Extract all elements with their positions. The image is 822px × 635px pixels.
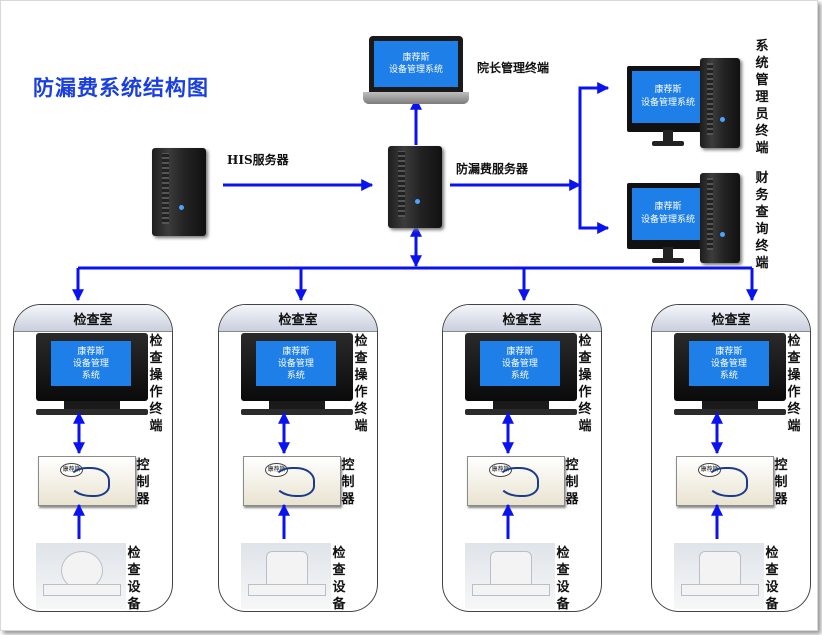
exam-equipment-icon: [674, 543, 764, 609]
controller-label: 控制器: [341, 458, 355, 507]
branch-to-sysadmin-arrow: [578, 82, 610, 185]
billing-server-label: 防漏费服务器: [456, 162, 529, 176]
screen-text-line: 设备管理系统: [640, 215, 695, 225]
exam-terminal-monitor-icon: 康荐斯 设备管理 系统: [674, 333, 786, 415]
finance-monitor-icon: 康荐斯 设备管理系统: [627, 183, 709, 263]
screen-text-line: 设备管理: [501, 358, 538, 369]
screen-text-line: 康荐斯: [654, 85, 682, 95]
branch-to-finance-arrow: [578, 185, 610, 234]
controller-device-icon: 康荐斯: [38, 456, 136, 506]
controller-device-icon: 康荐斯: [467, 456, 565, 506]
exam-equipment-icon: [465, 543, 555, 609]
screen-text-line: 设备管理: [277, 358, 314, 369]
equipment-label: 检查设备: [332, 546, 346, 612]
exam-terminal-label: 检查操作终端: [578, 334, 592, 434]
screen-text-line: 康荐斯: [654, 202, 682, 212]
screen-text-line: 康荐斯: [715, 346, 743, 357]
exam-terminal-monitor-icon: 康荐斯 设备管理 系统: [241, 333, 353, 415]
president-terminal-label: 院长管理终端: [477, 61, 550, 75]
his-server-label: HIS服务器: [227, 153, 289, 167]
exam-room-header: 检查室: [652, 305, 810, 332]
screen-text-line: 设备管理: [710, 358, 747, 369]
controller-label: 控制器: [565, 458, 579, 507]
exam-room-header: 检查室: [219, 305, 377, 332]
equipment-label: 检查设备: [127, 546, 141, 612]
screen-text-line: 设备管理: [72, 358, 109, 369]
sysadmin-terminal-label: 系统管理员终端: [755, 39, 769, 156]
sysadmin-tower-icon: [700, 58, 740, 148]
controller-label: 控制器: [136, 458, 150, 507]
billing-server-icon: [388, 146, 442, 228]
screen-text-line: 康荐斯: [402, 53, 430, 63]
president-laptop-icon: 康荐斯 设备管理系统: [363, 36, 469, 112]
exam-terminal-monitor-icon: 康荐斯 设备管理 系统: [36, 333, 148, 415]
diagram-title: 防漏费系统结构图: [33, 76, 209, 100]
exam-room-header: 检查室: [443, 305, 601, 332]
his-server-icon: [152, 148, 206, 236]
screen-text-line: 康荐斯: [77, 346, 105, 357]
exam-room-1: 检查室 康荐斯 设备管理 系统 检查操作终端 康荐斯 控制器 检查设备: [13, 304, 173, 612]
exam-terminal-label: 检查操作终端: [354, 334, 368, 434]
finance-terminal-label: 财务查询终端: [755, 171, 769, 271]
exam-room-header: 检查室: [14, 305, 172, 332]
screen-text-line: 系统: [510, 370, 529, 381]
exam-equipment-icon: [36, 543, 126, 609]
screen-text-line: 系统: [719, 370, 738, 381]
controller-device-icon: 康荐斯: [676, 456, 774, 506]
screen-text-line: 康荐斯: [506, 346, 534, 357]
exam-equipment-icon: [241, 543, 331, 609]
equipment-label: 检查设备: [765, 546, 779, 612]
controller-device-icon: 康荐斯: [243, 456, 341, 506]
exam-room-4: 检查室 康荐斯 设备管理 系统 检查操作终端 康荐斯 控制器 检查设备: [651, 304, 811, 612]
screen-text-line: 设备管理系统: [388, 65, 443, 75]
sysadmin-monitor-icon: 康荐斯 设备管理系统: [627, 66, 709, 146]
exam-terminal-monitor-icon: 康荐斯 设备管理 系统: [465, 333, 577, 415]
exam-terminal-label: 检查操作终端: [787, 334, 801, 434]
finance-tower-icon: [700, 173, 740, 263]
exam-room-3: 检查室 康荐斯 设备管理 系统 检查操作终端 康荐斯 控制器 检查设备: [442, 304, 602, 612]
screen-text-line: 系统: [81, 370, 100, 381]
exam-terminal-label: 检查操作终端: [149, 334, 163, 434]
screen-text-line: 设备管理系统: [640, 98, 695, 108]
equipment-label: 检查设备: [556, 546, 570, 612]
controller-label: 控制器: [774, 458, 788, 507]
exam-room-2: 检查室 康荐斯 设备管理 系统 检查操作终端 康荐斯 控制器 检查设备: [218, 304, 378, 612]
screen-text-line: 康荐斯: [282, 346, 310, 357]
screen-text-line: 系统: [286, 370, 305, 381]
